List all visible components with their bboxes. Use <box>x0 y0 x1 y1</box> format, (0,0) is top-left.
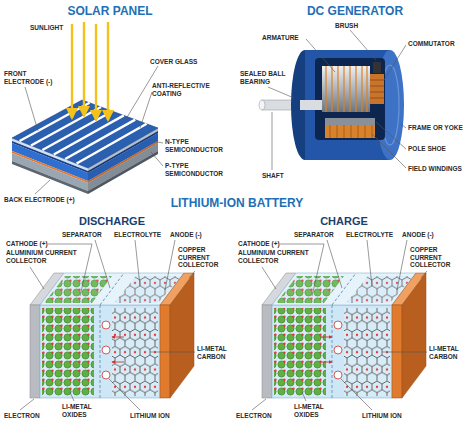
part-label: ANODE (-) <box>402 231 434 239</box>
part-label: FRONT ELECTRODE (-) <box>4 70 66 85</box>
section-heading: LITHIUM-ION BATTERY <box>171 196 304 210</box>
section-heading: DC GENERATOR <box>307 4 403 18</box>
part-label: BACK ELECTRODE (+) <box>4 196 75 204</box>
part-label: SEPARATOR <box>294 231 334 239</box>
part-label: BRUSH <box>335 22 358 30</box>
part-label: LITHIUM ION <box>130 412 170 420</box>
section-heading: SOLAR PANEL <box>67 4 152 18</box>
part-label: ALUMINIUM CURRENT COLLECTOR <box>238 249 313 264</box>
part-label: ELECTRON <box>236 412 272 420</box>
part-label: LI-METAL OXIDES <box>62 403 104 418</box>
part-label: POLE SHOE <box>408 145 446 153</box>
part-label: LI-METAL OXIDES <box>294 403 336 418</box>
part-label: ARMATURE <box>262 34 299 42</box>
part-label: ANODE (-) <box>170 231 202 239</box>
dc-generator <box>259 30 406 170</box>
part-label: FRAME OR YOKE <box>408 124 463 132</box>
battery-discharge <box>20 240 195 410</box>
part-label: N-TYPE SEMICONDUCTOR <box>165 138 235 153</box>
part-label: ELECTROLYTE <box>346 231 393 239</box>
part-label: ALUMINIUM CURRENT COLLECTOR <box>6 249 81 264</box>
part-label: SEALED BALL BEARING <box>240 70 288 85</box>
part-label: LI-METAL CARBON <box>429 345 469 360</box>
part-label: COVER GLASS <box>150 58 197 66</box>
part-label: P-TYPE SEMICONDUCTOR <box>165 162 235 177</box>
part-label: CATHODE (+) <box>238 240 280 248</box>
part-label: SEPARATOR <box>62 231 102 239</box>
part-label: SHAFT <box>262 172 284 180</box>
part-label: FIELD WINDINGS <box>408 165 462 173</box>
solar-panel <box>12 22 163 194</box>
part-label: COPPER CURRENT COLLECTOR <box>178 246 234 269</box>
part-label: COPPER CURRENT COLLECTOR <box>410 246 466 269</box>
part-label: COMMUTATOR <box>408 40 455 48</box>
part-label: CATHODE (+) <box>6 240 48 248</box>
part-label: ANTI-REFLECTIVE COATING <box>152 82 227 97</box>
part-label: LITHIUM ION <box>362 412 402 420</box>
section-heading: DISCHARGE <box>79 215 145 228</box>
part-label: LI-METAL CARBON <box>197 345 237 360</box>
part-label: ELECTROLYTE <box>114 231 161 239</box>
part-label: ELECTRON <box>4 412 40 420</box>
section-heading: CHARGE <box>320 215 368 228</box>
battery-charge <box>252 240 427 410</box>
part-label: SUNLIGHT <box>30 24 63 32</box>
